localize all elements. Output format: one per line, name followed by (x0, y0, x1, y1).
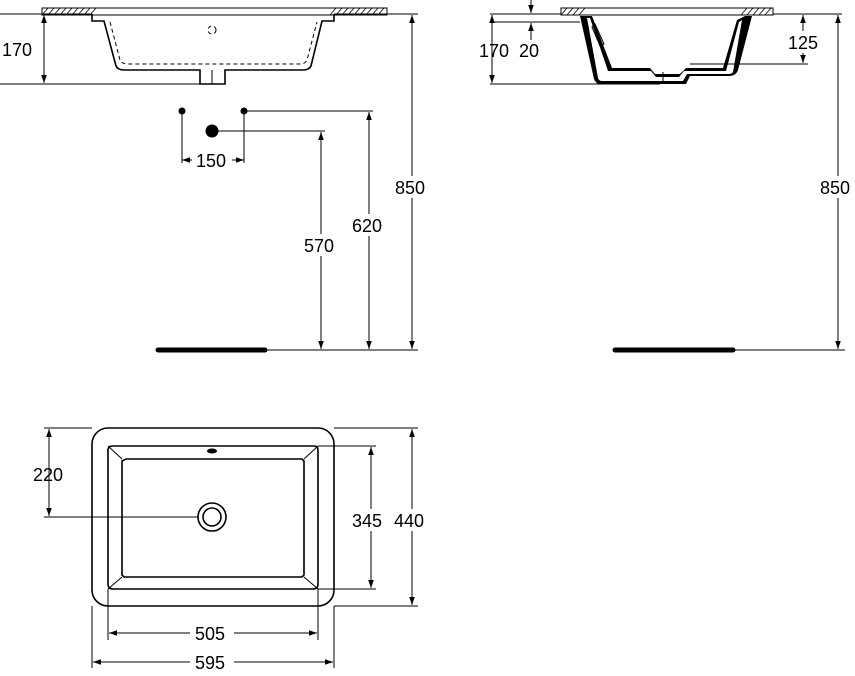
dim-tap-spacing: 150 (196, 151, 226, 171)
dim-front-rim-height: 850 (395, 178, 425, 198)
countertop-hatch (560, 7, 772, 16)
top-bowl-floor (121, 458, 305, 578)
front-view: 170 150 570 620 850 (0, 7, 432, 353)
top-view: 220 345 440 505 595 (33, 427, 431, 673)
side-basin-inner (587, 18, 742, 81)
dim-side-basin-height: 170 (479, 41, 509, 61)
dim-bowl-depth: 125 (788, 33, 818, 53)
top-overflow-hole (207, 448, 217, 454)
dim-outer-width: 595 (195, 653, 225, 673)
front-basin-inner-dashed (109, 21, 318, 65)
dim-inner-width: 505 (195, 624, 225, 644)
front-basin-outline (91, 14, 335, 85)
dim-waste-offset: 220 (33, 465, 63, 485)
dim-waste-height: 570 (304, 236, 334, 256)
dim-side-rim-height: 850 (820, 178, 850, 198)
dim-rim-thickness: 20 (519, 41, 539, 61)
dim-front-basin-height: 170 (2, 40, 32, 60)
top-inner-bowl (107, 445, 319, 590)
side-view: 170 20 125 850 (479, 0, 855, 353)
overflow-hole (207, 25, 217, 35)
front-countertop (41, 7, 388, 16)
dim-outer-depth: 440 (394, 511, 424, 531)
dim-inner-depth: 345 (352, 511, 382, 531)
countertop-hatch (41, 7, 385, 16)
top-waste-inner (202, 507, 222, 527)
dim-tap-height: 620 (352, 216, 382, 236)
side-countertop (560, 7, 774, 16)
side-basin-section (580, 16, 752, 84)
